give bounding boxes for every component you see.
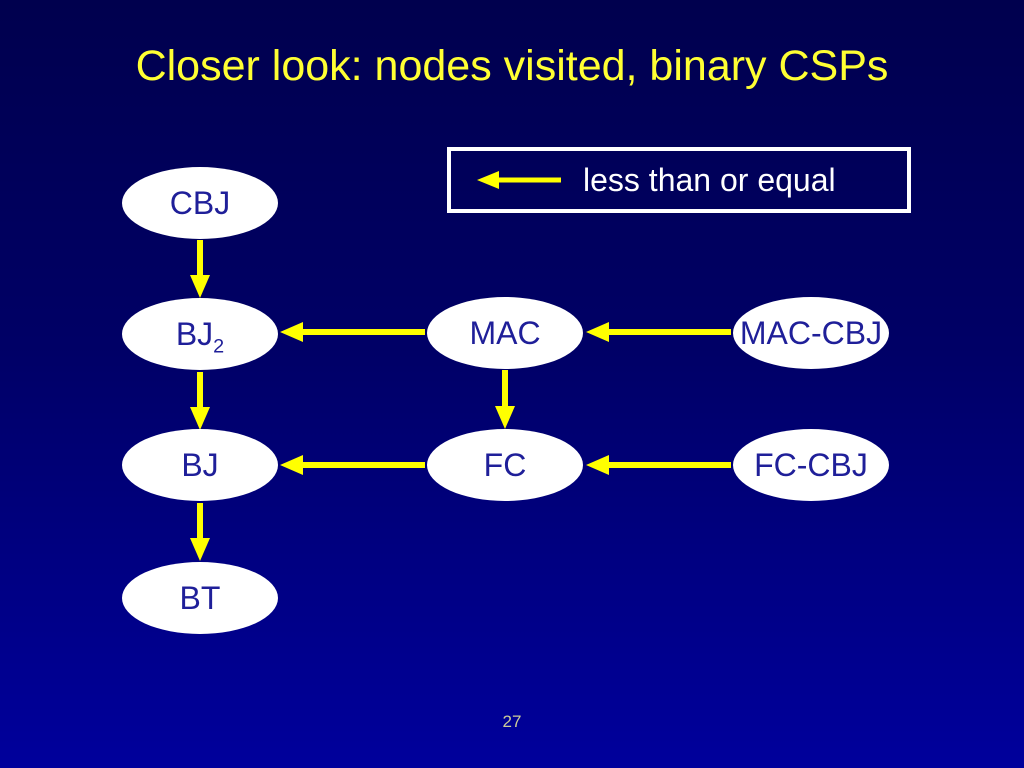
left-arrow-icon [477, 171, 561, 189]
node-label: FC [483, 446, 527, 483]
node-bt: BT [122, 562, 278, 634]
legend-box: less than or equal [447, 147, 911, 213]
node-label: MAC-CBJ [739, 314, 883, 351]
node-label: CBJ [169, 184, 231, 221]
node-label: BJ2 [175, 315, 225, 357]
node-label: BJ [181, 446, 219, 483]
node-mac-cbj: MAC-CBJ [733, 297, 889, 369]
arrow-bj2-to-bj [190, 372, 210, 430]
arrow-bj-to-bt [190, 503, 210, 561]
node-cbj: CBJ [122, 167, 278, 239]
arrow-fc-to-bj [280, 455, 425, 475]
node-mac: MAC [427, 297, 583, 369]
node-bj2: BJ2 [122, 298, 278, 370]
node-label: FC-CBJ [754, 446, 868, 483]
arrow-cbj-to-bj2 [190, 240, 210, 298]
node-label: MAC [469, 314, 541, 351]
node-bj: BJ [122, 429, 278, 501]
arrow-mac-to-fc [495, 370, 515, 429]
arrow-mac-to-bj2 [280, 322, 425, 342]
node-fc: FC [427, 429, 583, 501]
node-fc-cbj: FC-CBJ [733, 429, 889, 501]
arrow-mac-cbj-to-mac [586, 322, 731, 342]
page-number: 27 [502, 712, 522, 731]
arrow-fc-cbj-to-fc [586, 455, 731, 475]
legend-label: less than or equal [583, 161, 836, 198]
node-label: BT [179, 579, 221, 616]
slide-title: Closer look: nodes visited, binary CSPs [135, 42, 889, 90]
